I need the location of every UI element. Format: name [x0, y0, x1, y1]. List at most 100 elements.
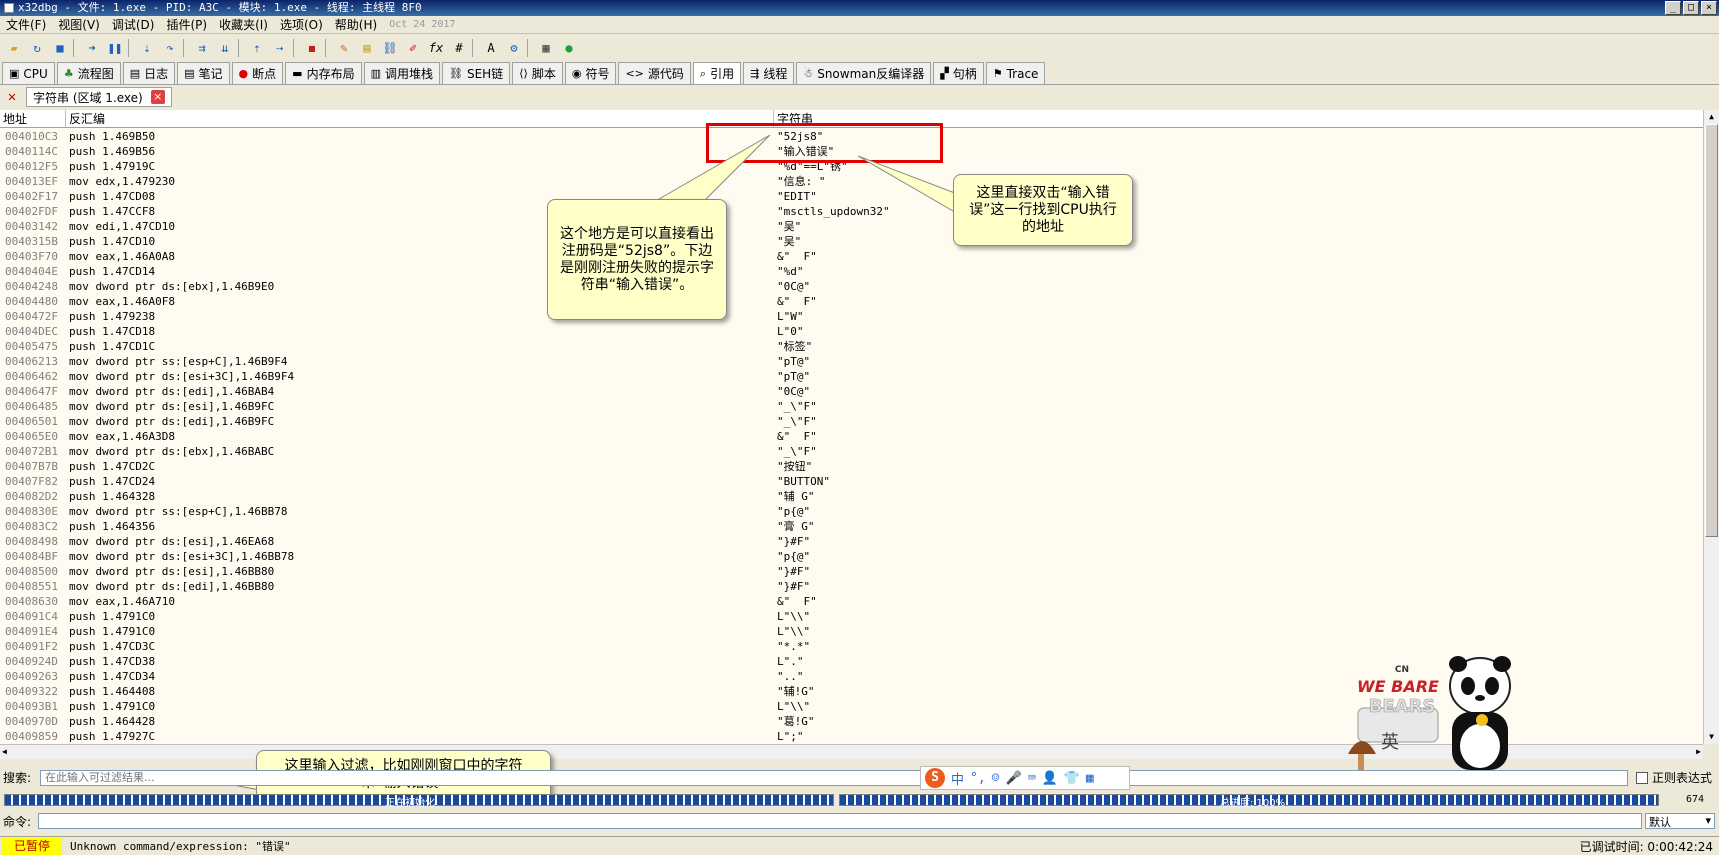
skin-icon[interactable]: 👕 [1063, 770, 1080, 786]
trace-into-icon[interactable]: ⇉ [198, 41, 206, 55]
tab-seh[interactable]: ⛓SEH链 [442, 62, 511, 84]
bookmarks-icon[interactable]: ✐ [409, 41, 417, 55]
tab-graph[interactable]: ♣流程图 [56, 62, 121, 84]
close-tab-icon[interactable]: × [150, 90, 165, 104]
scroll-left-icon[interactable]: ◀ [2, 747, 7, 756]
scroll-up-icon[interactable]: ▲ [1709, 112, 1714, 121]
scroll-right-icon[interactable]: ▶ [1696, 747, 1701, 756]
tab-references[interactable]: ⌕引用 [692, 62, 742, 84]
menu-plugins[interactable]: 插件(P) [166, 18, 208, 32]
step-into-icon[interactable]: ⇣ [143, 41, 151, 55]
menu-options[interactable]: 选项(O) [279, 18, 323, 32]
search-input[interactable] [40, 769, 1628, 786]
step-over-icon[interactable]: ↷ [166, 41, 174, 55]
open-icon[interactable]: ▰ [10, 41, 18, 55]
scroll-thumb[interactable] [1705, 124, 1718, 537]
labels-icon[interactable]: ⛓ [382, 41, 398, 55]
execute-till-return-icon[interactable]: ⇡ [253, 41, 261, 55]
column-header-address[interactable]: 地址 [0, 110, 66, 127]
tab-breakpoint[interactable]: ●断点 [231, 62, 284, 84]
font-icon[interactable]: A [487, 41, 495, 55]
menu-help[interactable]: 帮助(H) [334, 18, 378, 32]
calculator-icon[interactable]: ▦ [542, 41, 550, 55]
run-to-user-code-icon[interactable]: ⇢ [276, 41, 284, 55]
microphone-icon[interactable]: 🎤 [1005, 770, 1022, 786]
run-icon[interactable]: ➜ [88, 41, 96, 55]
ime-language[interactable]: 中 [951, 772, 965, 788]
close-all-tabs-icon[interactable]: ✕ [7, 89, 17, 105]
tab-cpu[interactable]: ▣CPU [2, 62, 55, 84]
tab-trace[interactable]: ⚑Trace [985, 62, 1046, 84]
tab-callstack[interactable]: ▥调用堆栈 [363, 62, 441, 84]
column-header-string[interactable]: 字符串 [777, 112, 814, 126]
menu-view[interactable]: 视图(V) [58, 18, 100, 32]
user-icon[interactable]: 👤 [1041, 770, 1058, 786]
settings-icon[interactable]: ⚙ [510, 41, 518, 55]
tab-source[interactable]: <>源代码 [618, 62, 691, 84]
menu-debug[interactable]: 调试(D) [111, 18, 155, 32]
restart-icon[interactable]: ↻ [33, 41, 41, 55]
tab-script[interactable]: ⟨⟩脚本 [512, 62, 563, 84]
menu-favourites[interactable]: 收藏夹(I) [219, 18, 268, 32]
globe-icon[interactable]: ● [565, 41, 573, 55]
maximize-button[interactable]: □ [1683, 1, 1699, 15]
tab-handles[interactable]: ▞句柄 [933, 62, 984, 84]
tab-symbol[interactable]: ◉符号 [564, 62, 617, 84]
regex-checkbox[interactable]: 正则表达式 [1636, 769, 1712, 786]
vertical-scrollbar[interactable]: ▲ ▼ [1703, 110, 1719, 744]
close-button[interactable]: × [1701, 1, 1717, 15]
tab-memory[interactable]: ▬内存布局 [285, 62, 362, 84]
stop-icon[interactable]: ■ [56, 41, 64, 55]
functions-icon[interactable]: fx [428, 41, 444, 55]
menu-file[interactable]: 文件(F) [6, 18, 47, 32]
trace-over-icon[interactable]: ⇊ [221, 41, 229, 55]
punctuation-icon[interactable]: °, [970, 770, 986, 786]
tab-threads[interactable]: ⇶线程 [743, 62, 795, 84]
pause-icon[interactable]: ❚❚ [107, 41, 123, 55]
ime-toolbar[interactable]: S 中 °, ☺ 🎤 ⌨ 👤 👕 ▦ [920, 766, 1130, 790]
column-header-disassembly[interactable]: 反汇编 [66, 110, 774, 127]
tab-snowman[interactable]: ☃Snowman反编译器 [796, 62, 932, 84]
tab-notes[interactable]: ▤笔记 [177, 62, 230, 84]
patch-icon[interactable]: ✎ [340, 41, 348, 55]
sogou-icon[interactable]: S [925, 768, 945, 788]
comments-icon[interactable]: ▤ [363, 41, 371, 55]
command-mode-select[interactable]: 默认 ▾ [1645, 813, 1715, 829]
emoji-icon[interactable]: ☺ [991, 770, 1000, 786]
